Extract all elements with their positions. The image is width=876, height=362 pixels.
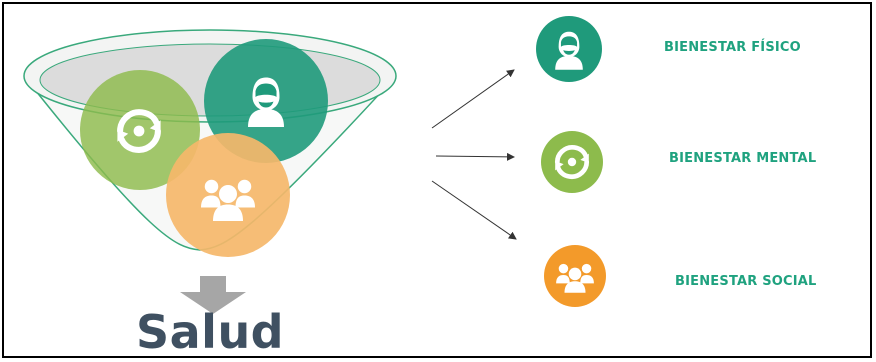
output-icon-mental — [541, 131, 603, 193]
output-label-mental: BIENESTAR MENTAL — [669, 151, 817, 166]
down-arrow — [180, 276, 246, 314]
output-label-social: BIENESTAR SOCIAL — [675, 274, 817, 289]
funnel-circle-green — [80, 70, 200, 190]
funnel-circle-teal — [204, 39, 328, 163]
result-title: Salud — [136, 305, 285, 359]
output-icon-fisico — [536, 16, 602, 82]
arrow-to-social — [431, 180, 517, 240]
funnel-circle-peach — [166, 133, 290, 257]
arrow-to-fisico — [431, 69, 515, 129]
arrow-to-mental — [435, 152, 515, 161]
output-icon-social — [544, 245, 606, 307]
output-label-fisico: BIENESTAR FÍSICO — [664, 40, 801, 55]
